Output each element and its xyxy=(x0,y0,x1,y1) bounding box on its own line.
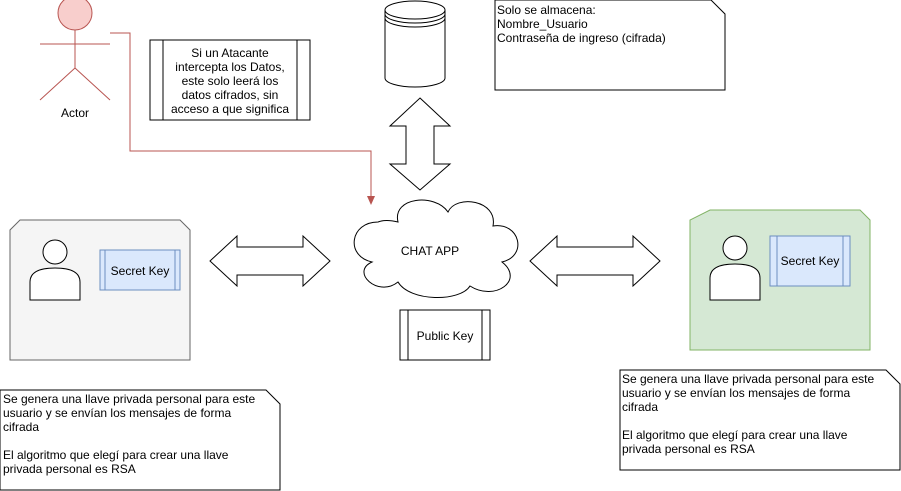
actor-left-leg xyxy=(39,67,76,101)
public-key-label: Public Key xyxy=(417,329,474,343)
right-secret-key-box[interactable] xyxy=(769,235,851,287)
right-note-box[interactable] xyxy=(619,369,901,471)
chat-app-label: CHAT APP xyxy=(401,244,459,258)
db-chat-double-arrow[interactable] xyxy=(388,97,452,191)
left-note-paragraph-1: Se genera una llave privada personal par… xyxy=(3,392,256,434)
left-secret-key-box[interactable] xyxy=(99,249,181,291)
left-note-text: Se genera una llave privada personal par… xyxy=(3,392,265,476)
attacker-note-text: Si un Atacante intercepta los Datos, est… xyxy=(170,46,290,116)
attacker-note-box[interactable] xyxy=(149,39,311,121)
actor-figure[interactable] xyxy=(39,0,111,101)
actor-head xyxy=(57,0,93,31)
storage-note-line-1: Solo se almacena: xyxy=(497,3,596,17)
chat-app-cloud[interactable] xyxy=(353,199,519,298)
left-note-paragraph-2: El algoritmo que elegí para crear una ll… xyxy=(3,448,229,476)
right-note-text: Se genera una llave privada personal par… xyxy=(622,372,884,456)
left-note-box[interactable] xyxy=(0,389,281,491)
connector-arrowhead xyxy=(367,196,375,205)
left-double-arrow[interactable] xyxy=(209,234,331,288)
right-double-arrow[interactable] xyxy=(529,234,661,288)
storage-note-line-3: Contraseña de ingreso (cifrada) xyxy=(497,31,666,45)
right-note-paragraph-2: El algoritmo que elegí para crear una ll… xyxy=(622,428,848,456)
right-user-avatar-icon xyxy=(709,235,761,301)
storage-note-text: Solo se almacena: Nombre_Usuario Contras… xyxy=(497,3,712,45)
right-note-paragraph-1: Se genera una llave privada personal par… xyxy=(622,372,875,414)
actor-right-leg xyxy=(74,67,111,101)
actor-to-chat-connector[interactable] xyxy=(110,32,372,197)
storage-note-line-2: Nombre_Usuario xyxy=(497,17,588,31)
database-icon[interactable] xyxy=(384,0,446,88)
left-secret-key-label: Secret Key xyxy=(111,264,170,278)
public-key-box[interactable] xyxy=(399,309,491,361)
right-secret-key-label: Secret Key xyxy=(781,254,840,268)
left-user-avatar-icon xyxy=(29,239,81,301)
actor-label: Actor xyxy=(61,106,89,120)
storage-note-box[interactable] xyxy=(494,0,726,91)
